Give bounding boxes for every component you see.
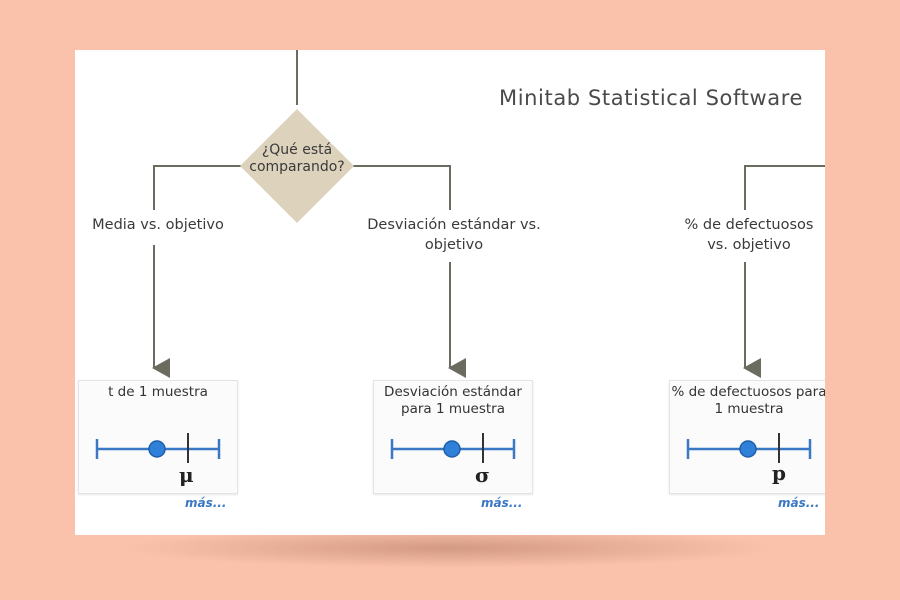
more-link-1[interactable]: más... [185, 496, 227, 510]
parameter-symbol: p [772, 461, 786, 485]
target-scale-graphic [390, 433, 516, 463]
brand-title: Minitab Statistical Software [498, 86, 803, 110]
flowchart-connectors [152, 50, 825, 378]
test-title: t de 1 muestra [108, 384, 208, 400]
more-link-3[interactable]: más... [778, 496, 820, 510]
more-link-2[interactable]: más... [481, 496, 523, 510]
connector-right-top [353, 165, 451, 210]
branch-label-stdev: Desviación estándar vs. objetivo [357, 215, 551, 255]
parameter-symbol: σ [475, 463, 490, 487]
connector-third-top [744, 165, 825, 210]
flowchart-card: Minitab Statistical Software ¿Qué está c… [75, 50, 825, 535]
decision-label: ¿Qué está comparando? [249, 142, 345, 175]
test-title: Desviación estándar para 1 muestra [384, 384, 522, 417]
test-box-1-sample-t[interactable]: t de 1 muestra μ [78, 380, 238, 494]
branch-label-mean: Media vs. objetivo [79, 215, 237, 235]
test-box-1-sample-stdev[interactable]: Desviación estándar para 1 muestra σ [373, 380, 533, 494]
target-scale-graphic [686, 433, 812, 463]
connector-left-top [153, 165, 241, 210]
test-box-1-sample-percent-defective[interactable]: % de defectuosos para 1 muestra p [669, 380, 825, 494]
test-title: % de defectuosos para 1 muestra [671, 384, 825, 417]
target-scale-graphic [95, 433, 221, 463]
branch-label-defectives: % de defectuosos vs. objetivo [669, 215, 825, 255]
parameter-symbol: μ [179, 463, 194, 487]
